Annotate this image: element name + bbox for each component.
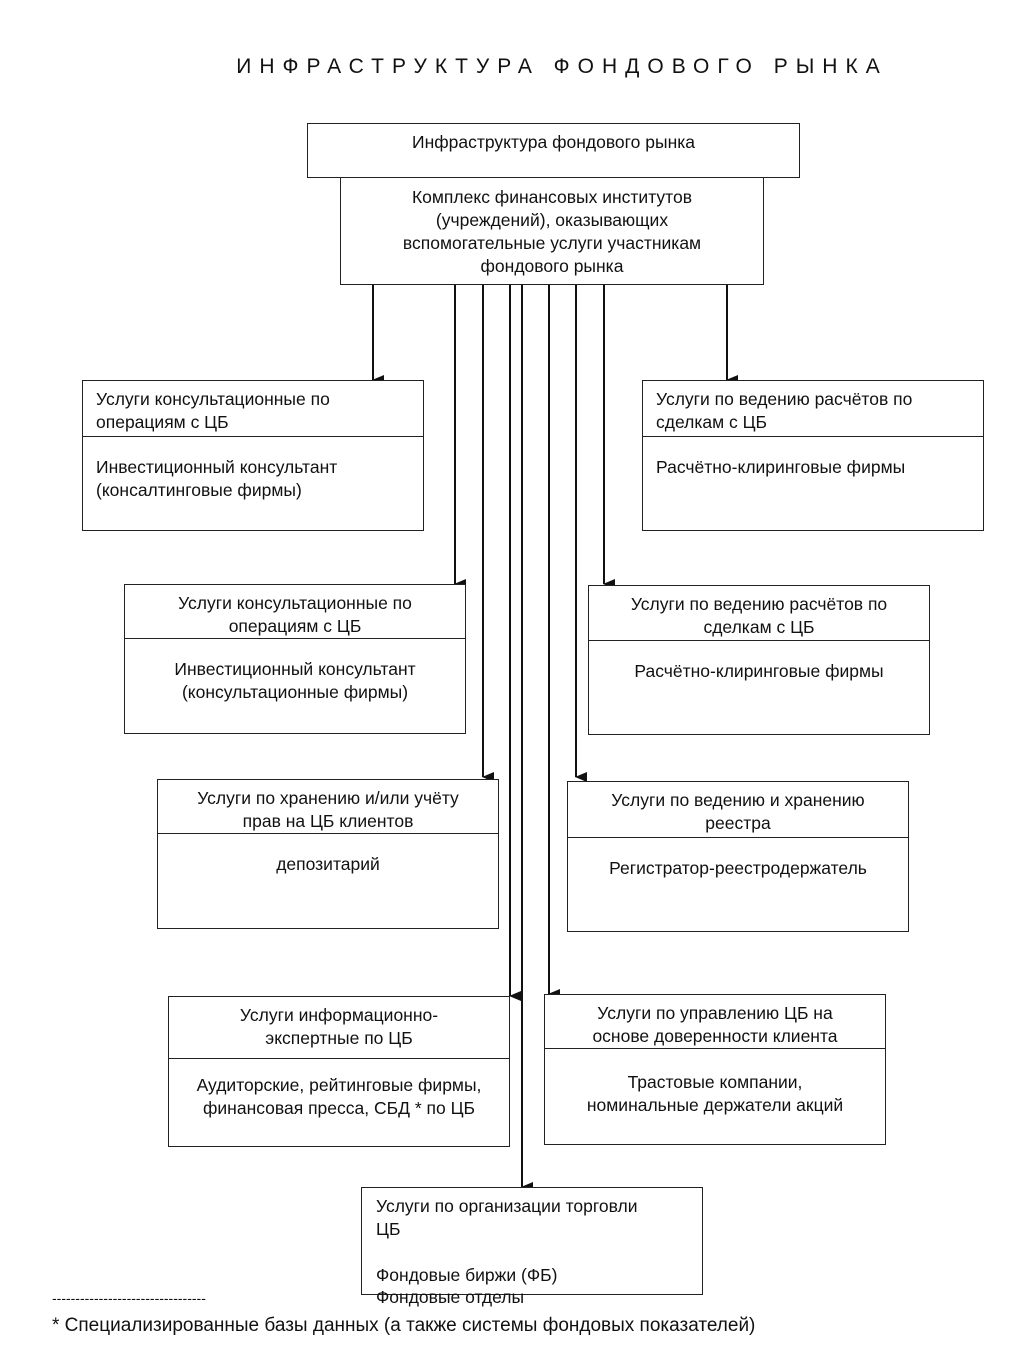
header-line: реестра bbox=[705, 813, 771, 833]
body-line: Трастовые компании, bbox=[627, 1072, 803, 1092]
header-line: Услуги по управлению ЦБ на bbox=[597, 1003, 833, 1023]
complex-line-3: вспомогательные услуги участникам bbox=[402, 233, 702, 253]
box-depository-body: депозитарий bbox=[158, 834, 498, 928]
trade-stock-exchanges: Фондовые биржи (ФБ) bbox=[376, 1265, 558, 1285]
body-line: (консалтинговые фирмы) bbox=[96, 480, 302, 500]
header-line: основе доверенности клиента bbox=[592, 1026, 838, 1046]
body-line: финансовая пресса, СБД * по ЦБ bbox=[203, 1098, 475, 1118]
body-line: Аудиторские, рейтинговые фирмы, bbox=[196, 1075, 482, 1095]
box-settle-2: Услуги по ведению расчётов по сделкам с … bbox=[588, 585, 930, 735]
header-line: сделкам с ЦБ bbox=[703, 617, 815, 637]
box-settle-2-body: Расчётно-клиринговые фирмы bbox=[589, 641, 929, 734]
complex-line-4: фондового рынка bbox=[480, 256, 624, 276]
header-line: Услуги по ведению и хранению bbox=[611, 790, 865, 810]
box-info-expert-header: Услуги информационно- экспертные по ЦБ bbox=[169, 997, 509, 1059]
header-line: Услуги по организации торговли bbox=[376, 1196, 638, 1216]
box-trade: Услуги по организации торговли ЦБ Фондов… bbox=[361, 1187, 703, 1307]
body-line: (консультационные фирмы) bbox=[181, 682, 409, 702]
box-registry-body: Регистратор-реестродержатель bbox=[568, 838, 908, 931]
header-line: экспертные по ЦБ bbox=[265, 1028, 413, 1048]
box-trade-header: Услуги по организации торговли ЦБ bbox=[376, 1195, 696, 1241]
header-line: Услуги по ведению расчётов по bbox=[656, 389, 913, 409]
complex-box: Комплекс финансовых институтов (учрежден… bbox=[340, 177, 764, 285]
box-consult-2: Услуги консультационные по операциям с Ц… bbox=[124, 584, 466, 734]
box-registry-header: Услуги по ведению и хранению реестра bbox=[568, 782, 908, 838]
header-line: Услуги консультационные по bbox=[178, 593, 412, 613]
box-info-expert-body: Аудиторские, рейтинговые фирмы, финансов… bbox=[169, 1059, 509, 1146]
box-settle-1-body: Расчётно-клиринговые фирмы bbox=[643, 437, 983, 530]
box-settle-1: Услуги по ведению расчётов по сделкам с … bbox=[642, 380, 984, 531]
header-line: прав на ЦБ клиентов bbox=[242, 811, 414, 831]
trade-stock-departments: Фондовые отделы bbox=[376, 1287, 525, 1307]
footnote-separator: --------------------------------- bbox=[52, 1290, 206, 1306]
box-depository: Услуги по хранению и/или учёту прав на Ц… bbox=[157, 779, 499, 929]
body-line: номинальные держатели акций bbox=[586, 1095, 844, 1115]
box-consult-1-body: Инвестиционный консультант (консалтингов… bbox=[83, 437, 423, 530]
page-title: ИНФРАСТРУКТУРА ФОНДОВОГО РЫНКА bbox=[236, 55, 888, 78]
footnote: * Специализированные базы данных (а такж… bbox=[52, 1315, 756, 1336]
body-line: Расчётно-клиринговые фирмы bbox=[656, 457, 906, 477]
header-line: операциям с ЦБ bbox=[96, 412, 229, 432]
box-settle-1-header: Услуги по ведению расчётов по сделкам с … bbox=[643, 381, 983, 437]
complex-line-2: (учреждений), оказывающих bbox=[435, 210, 669, 230]
box-consult-2-header: Услуги консультационные по операциям с Ц… bbox=[125, 585, 465, 639]
body-line: Расчётно-клиринговые фирмы bbox=[634, 661, 884, 681]
box-trust-body: Трастовые компании, номинальные держател… bbox=[545, 1049, 885, 1144]
header-line: Услуги по хранению и/или учёту bbox=[197, 788, 459, 808]
box-trust: Услуги по управлению ЦБ на основе довере… bbox=[544, 994, 886, 1145]
body-line: депозитарий bbox=[276, 854, 380, 874]
complex-line-1: Комплекс финансовых институтов bbox=[411, 187, 693, 207]
header-line: Услуги консультационные по bbox=[96, 389, 330, 409]
box-registry: Услуги по ведению и хранению реестра Рег… bbox=[567, 781, 909, 932]
body-line: Инвестиционный консультант bbox=[174, 659, 416, 679]
body-line: Инвестиционный консультант bbox=[96, 457, 338, 477]
box-depository-header: Услуги по хранению и/или учёту прав на Ц… bbox=[158, 780, 498, 834]
header-line: сделкам с ЦБ bbox=[656, 412, 768, 432]
box-consult-1: Услуги консультационные по операциям с Ц… bbox=[82, 380, 424, 531]
box-info-expert: Услуги информационно- экспертные по ЦБ А… bbox=[168, 996, 510, 1147]
box-trust-header: Услуги по управлению ЦБ на основе довере… bbox=[545, 995, 885, 1049]
header-line: операциям с ЦБ bbox=[228, 616, 362, 636]
box-consult-2-body: Инвестиционный консультант (консультацио… bbox=[125, 639, 465, 733]
header-line: Услуги по ведению расчётов по bbox=[630, 594, 888, 614]
header-line: ЦБ bbox=[376, 1219, 401, 1239]
box-consult-1-header: Услуги консультационные по операциям с Ц… bbox=[83, 381, 423, 437]
body-line: Регистратор-реестродержатель bbox=[609, 858, 867, 878]
box-settle-2-header: Услуги по ведению расчётов по сделкам с … bbox=[589, 586, 929, 641]
header-line: Услуги информационно- bbox=[239, 1005, 439, 1025]
